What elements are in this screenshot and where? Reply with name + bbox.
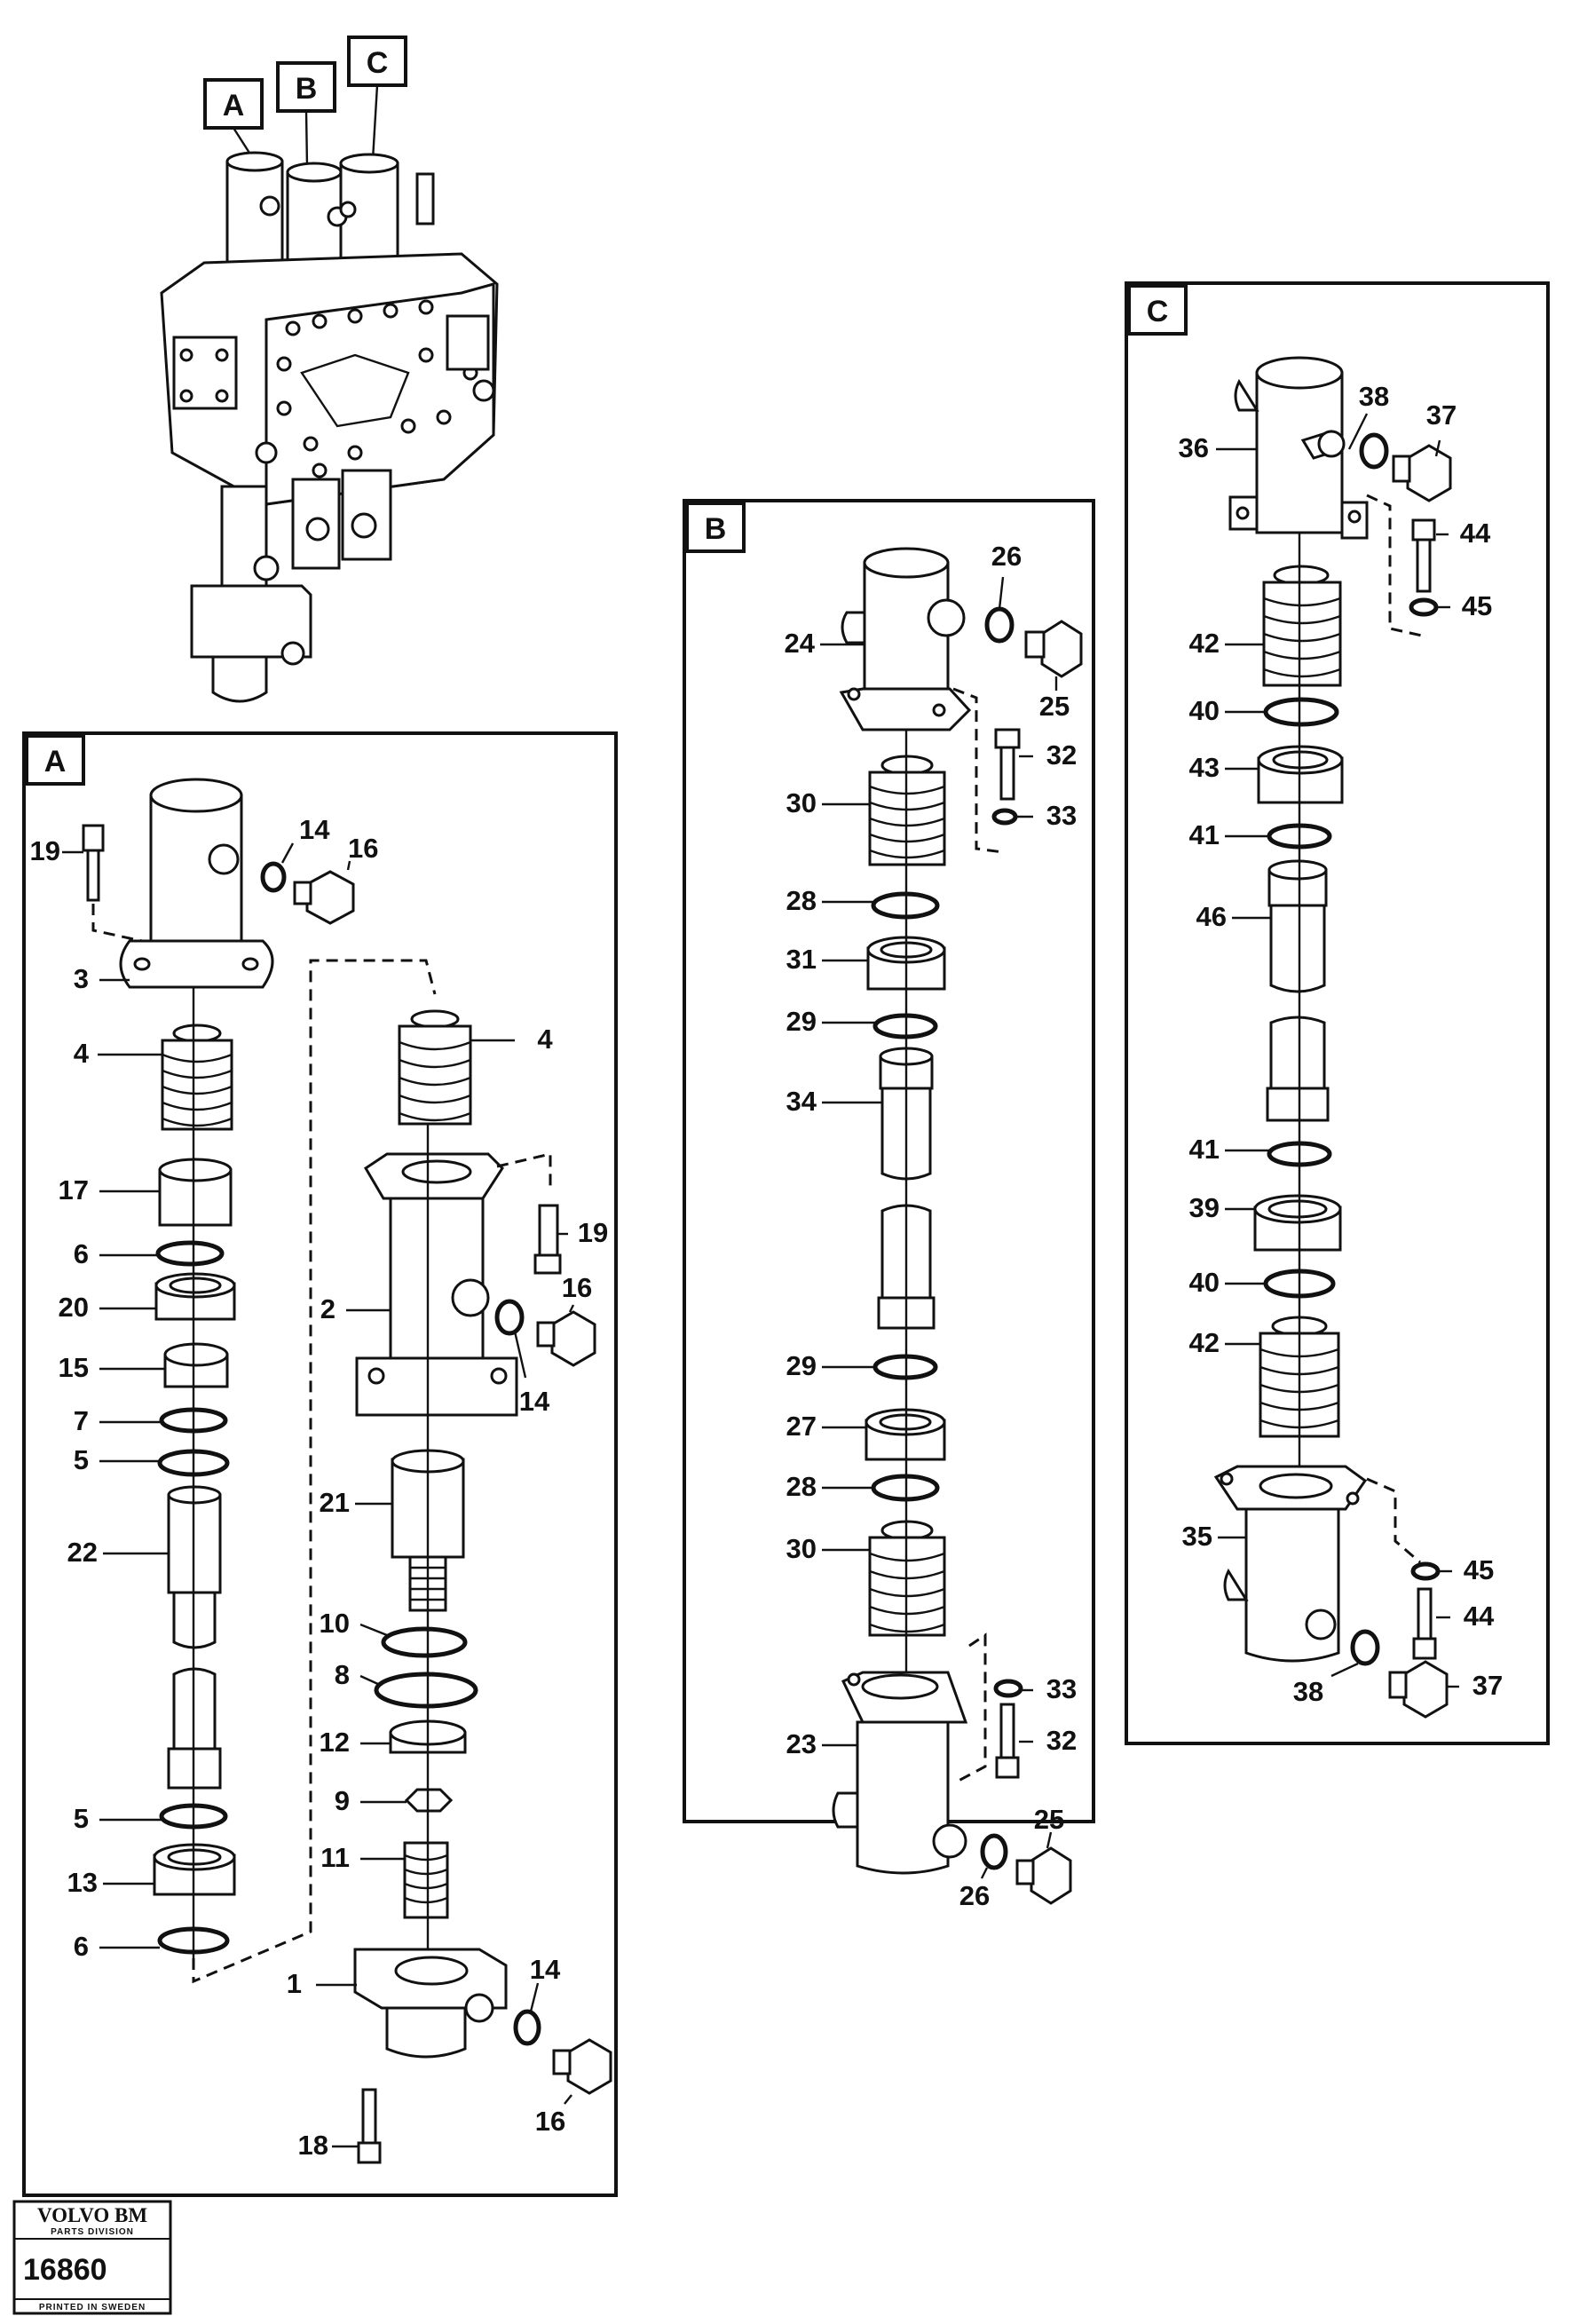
callout-c-39: 39 [1189, 1192, 1220, 1223]
callout-c-42: 42 [1189, 628, 1220, 659]
overview-tag-c: C [347, 36, 407, 161]
callout-c-41: 41 [1189, 1134, 1220, 1165]
panel-c: C [1125, 281, 1550, 1745]
callout-c-40: 40 [1189, 1267, 1220, 1298]
callout-a-1: 1 [287, 1968, 302, 1999]
callout-c-42: 42 [1189, 1327, 1220, 1358]
panel-a: A [22, 731, 618, 2197]
stamp-division: PARTS DIVISION [51, 2227, 134, 2237]
b-parts [832, 547, 1083, 1905]
callout-b-30: 30 [786, 1533, 817, 1564]
callout-a-16: 16 [348, 833, 378, 864]
callout-c-43: 43 [1189, 752, 1220, 783]
valve-assembly-overview: A B C [160, 36, 499, 703]
callout-a-11: 11 [320, 1842, 350, 1873]
callout-c-37: 37 [1426, 399, 1457, 431]
callout-b-24: 24 [785, 628, 816, 659]
panel-b-tag-box [685, 502, 746, 553]
a-column-right [353, 1009, 612, 2164]
callout-a-5: 5 [74, 1444, 89, 1475]
callout-b-26: 26 [991, 541, 1022, 572]
callout-a-5: 5 [74, 1803, 89, 1834]
svg-text:C: C [367, 46, 389, 80]
callout-a-15: 15 [59, 1352, 89, 1383]
callout-a-14: 14 [530, 1954, 561, 1985]
callout-c-37: 37 [1473, 1670, 1503, 1701]
callout-c-45: 45 [1462, 590, 1492, 621]
overview-tag-a: A [203, 78, 264, 161]
callout-a-14: 14 [519, 1386, 550, 1417]
callout-c-35: 35 [1182, 1521, 1212, 1552]
stamp-brand: VOLVO BM [37, 2204, 147, 2226]
callout-b-27: 27 [786, 1411, 817, 1442]
a-callouts: 19 14 16 3 4 17 6 20 15 7 5 22 5 [30, 814, 609, 2161]
callout-c-38: 38 [1293, 1676, 1323, 1707]
callout-c-46: 46 [1196, 901, 1227, 932]
callout-c-44: 44 [1460, 518, 1491, 549]
svg-text:B: B [296, 72, 318, 106]
callout-b-26: 26 [959, 1880, 990, 1911]
panel-c-frame [1125, 281, 1550, 1745]
callout-a-6: 6 [74, 1931, 89, 1962]
callout-a-10: 10 [320, 1608, 350, 1639]
panel-b-tag: B [705, 512, 727, 546]
callout-a-8: 8 [335, 1659, 350, 1690]
callout-c-45: 45 [1464, 1554, 1494, 1585]
callout-b-29: 29 [786, 1350, 817, 1381]
callout-a-20: 20 [59, 1292, 89, 1323]
callout-b-25: 25 [1039, 691, 1070, 722]
volvo-bm-stamp: VOLVO BM PARTS DIVISION 16860 PRINTED IN… [12, 2200, 172, 2315]
callout-a-2: 2 [320, 1293, 336, 1324]
callout-a-21: 21 [320, 1487, 350, 1518]
callout-b-23: 23 [786, 1728, 817, 1759]
callout-a-16: 16 [535, 2106, 565, 2137]
callout-c-41: 41 [1189, 819, 1220, 850]
callout-b-32: 32 [1046, 739, 1077, 771]
callout-b-29: 29 [786, 1006, 817, 1037]
callout-a-17: 17 [59, 1174, 89, 1205]
panel-a-frame [22, 731, 618, 2197]
overview-tag-b: B [276, 61, 336, 168]
callout-b-34: 34 [786, 1086, 817, 1117]
callout-a-4: 4 [537, 1024, 553, 1055]
a-column-left [82, 778, 437, 1984]
callout-c-36: 36 [1179, 432, 1209, 463]
callout-a-22: 22 [67, 1537, 98, 1568]
callout-a-19: 19 [30, 835, 60, 866]
callout-b-31: 31 [786, 944, 817, 975]
stamp-number: 16860 [23, 2253, 107, 2287]
panel-c-tag-box [1127, 284, 1188, 336]
callout-b-25: 25 [1034, 1804, 1064, 1835]
callout-c-38: 38 [1359, 381, 1389, 412]
panel-c-tag: C [1147, 295, 1169, 328]
callout-b-28: 28 [786, 1471, 817, 1502]
c-callouts: 38 37 36 44 45 42 40 43 41 46 41 39 40 [1179, 381, 1504, 1707]
panel-a-tag: A [44, 745, 67, 779]
callout-a-9: 9 [335, 1785, 350, 1816]
svg-text:A: A [223, 89, 245, 123]
callout-b-28: 28 [786, 885, 817, 916]
callout-a-6: 6 [74, 1238, 89, 1269]
c-parts [1213, 356, 1452, 1719]
callout-a-18: 18 [298, 2130, 328, 2161]
callout-b-30: 30 [786, 787, 817, 818]
panel-b: B [683, 499, 1095, 1911]
callout-b-32: 32 [1046, 1725, 1077, 1756]
callout-a-13: 13 [67, 1867, 98, 1898]
callout-a-16: 16 [562, 1272, 592, 1303]
b-callouts: 26 24 25 32 30 33 28 31 29 34 29 27 28 [785, 541, 1078, 1911]
callout-b-33: 33 [1046, 1673, 1077, 1704]
callout-a-12: 12 [320, 1727, 350, 1758]
callout-b-33: 33 [1046, 800, 1077, 831]
callout-a-7: 7 [74, 1405, 89, 1436]
callout-c-40: 40 [1189, 695, 1220, 726]
callout-a-14: 14 [299, 814, 330, 845]
callout-a-19: 19 [578, 1217, 608, 1248]
callout-c-44: 44 [1464, 1601, 1495, 1632]
panel-a-tag-box [25, 734, 85, 786]
callout-a-4: 4 [74, 1038, 90, 1069]
callout-a-3: 3 [74, 963, 89, 994]
stamp-printed: PRINTED IN SWEDEN [39, 2303, 146, 2312]
